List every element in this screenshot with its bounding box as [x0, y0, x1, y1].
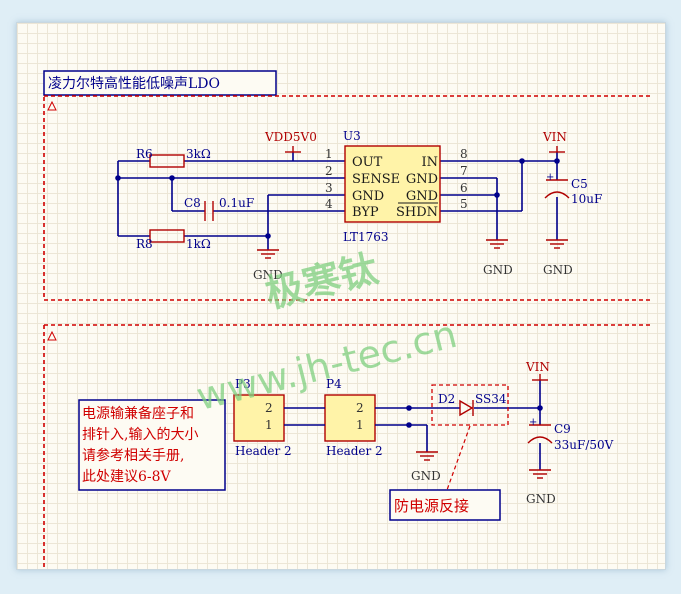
section1-title: 凌力尔特高性能低噪声LDO: [48, 75, 220, 92]
capacitor-c8: C8 0.1uF: [184, 196, 254, 221]
u3-pin-3-name: GND: [352, 189, 384, 204]
header-p3: P3 Header 2 2 1: [233, 377, 292, 458]
vin-label-2: VIN: [525, 360, 550, 374]
c9-ref: C9: [554, 422, 571, 436]
c5-value: 10uF: [571, 192, 602, 206]
section2-frame: [43, 324, 650, 568]
u3-pin-1-name: OUT: [352, 155, 383, 170]
u3-pin-5-num: 5: [460, 197, 468, 211]
gnd-label-4: GND: [411, 469, 441, 483]
gnd-label-5: GND: [526, 492, 556, 506]
section1-wires: [115, 152, 560, 250]
protect-label: 防电源反接: [394, 497, 469, 515]
watermark-brand: 极寒钛: [261, 246, 382, 316]
gnd-symbol-5: GND: [526, 469, 556, 506]
resistor-r6: R6 3kΩ: [136, 147, 211, 168]
gnd-symbol-2: GND: [483, 239, 513, 277]
p3-name: Header 2: [235, 444, 292, 458]
u3-pin-3-num: 3: [325, 181, 333, 195]
u3-pin-4-name: BYP: [352, 205, 379, 220]
p4-ref: P4: [326, 377, 342, 391]
c5-plus: +: [546, 172, 554, 183]
gnd-symbol-3: GND: [543, 239, 573, 277]
p4-pin-1: 1: [356, 418, 364, 432]
capacitor-c5: + C5 10uF: [544, 172, 602, 206]
u3-pin-7-num: 7: [460, 164, 468, 178]
c8-value: 0.1uF: [219, 196, 254, 210]
resistor-r8: R8 1kΩ: [136, 229, 211, 251]
r8-ref: R8: [136, 237, 153, 251]
note-line-2: 排针入,输入的大小: [82, 427, 198, 443]
gnd-label-1: GND: [253, 268, 283, 282]
p3-pin-2: 2: [265, 401, 273, 415]
note-line-4: 此处建议6-8V: [82, 469, 172, 485]
c5-ref: C5: [571, 177, 588, 191]
d2-ref: D2: [438, 392, 455, 406]
gnd-label-2: GND: [483, 263, 513, 277]
c8-ref: C8: [184, 196, 201, 210]
c9-value: 33uF/50V: [554, 438, 614, 452]
u3-pin-2-num: 2: [325, 164, 333, 178]
u3-pin-4-num: 4: [325, 197, 333, 211]
u3-pin-1-num: 1: [325, 147, 333, 161]
capacitor-c9: + C9 33uF/50V: [527, 417, 614, 452]
power-port-vdd: VDD5V0: [264, 130, 317, 153]
vin-label-1: VIN: [542, 130, 567, 144]
u3-ic: U3 LT1763 1 OUT 2 SENSE 3 GND 4 BYP 8 IN…: [325, 129, 468, 244]
gnd-symbol-4: GND: [411, 451, 441, 483]
r6-ref: R6: [136, 147, 153, 161]
u3-pin-8-name: IN: [421, 155, 438, 170]
c9-plus: +: [529, 417, 537, 428]
p3-ref: P3: [235, 377, 251, 391]
vdd-label: VDD5V0: [264, 130, 317, 144]
u3-part: LT1763: [343, 230, 389, 244]
watermark: 极寒钛 www.jh-tec.cn: [192, 246, 461, 419]
note-line-1: 电源输兼备座子和: [82, 405, 194, 422]
u3-pin-5-name: SHDN: [396, 205, 438, 220]
section1-frame: 凌力尔特高性能低噪声LDO: [43, 70, 650, 301]
p4-name: Header 2: [326, 444, 383, 458]
p4-pin-2: 2: [356, 401, 364, 415]
u3-pin-2-name: SENSE: [352, 172, 400, 187]
section2-wires: [284, 380, 543, 470]
power-port-vin-1: VIN: [542, 130, 567, 153]
power-port-vin-2: VIN: [525, 360, 550, 381]
u3-ref: U3: [343, 129, 361, 143]
r6-value: 3kΩ: [186, 147, 211, 161]
note-line-3: 请参考相关手册,: [82, 447, 184, 464]
gnd-symbol-1: GND: [253, 249, 283, 282]
diode-d2: D2 SS34: [431, 384, 509, 491]
note-box: 电源输兼备座子和 排针入,输入的大小 请参考相关手册, 此处建议6-8V: [78, 399, 226, 491]
gnd-label-3: GND: [543, 263, 573, 277]
u3-pin-8-num: 8: [460, 147, 468, 161]
protect-label-box: 防电源反接: [389, 489, 501, 521]
u3-pin-7-name: GND: [406, 172, 438, 187]
u3-pin-6-name: GND: [406, 189, 438, 204]
header-p4: P4 Header 2 2 1: [324, 377, 383, 458]
d2-value: SS34: [475, 392, 507, 406]
r8-value: 1kΩ: [186, 237, 211, 251]
p3-pin-1: 1: [265, 418, 273, 432]
u3-pin-6-num: 6: [460, 181, 468, 195]
